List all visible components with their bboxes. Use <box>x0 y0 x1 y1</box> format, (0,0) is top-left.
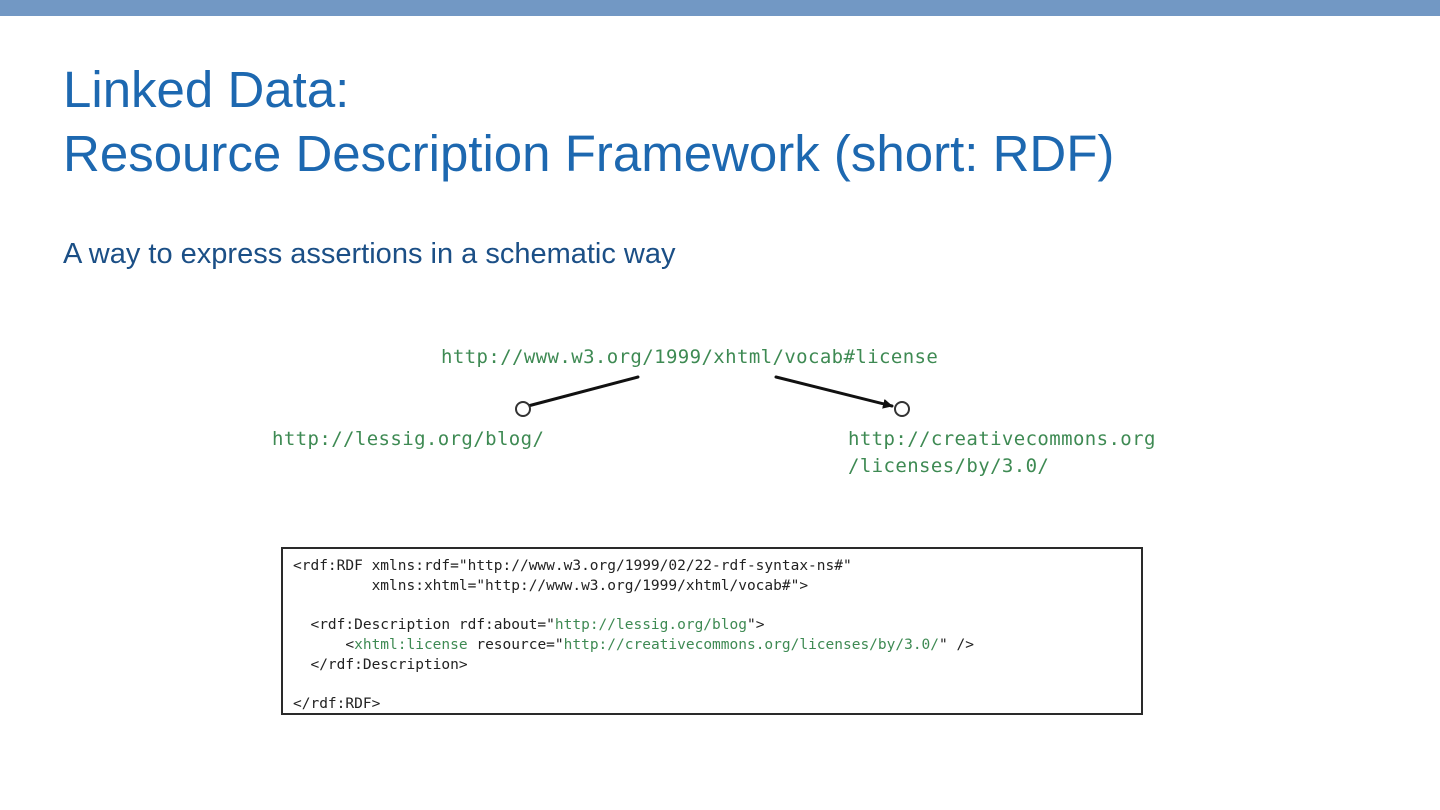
slide-subtitle: A way to express assertions in a schemat… <box>63 238 676 270</box>
object-uri-label: http://creativecommons.org /licenses/by/… <box>848 426 1156 480</box>
code-text: </rdf:Description> <box>293 657 468 673</box>
code-text: " /> <box>939 637 974 653</box>
code-text: <rdf:RDF xmlns:rdf="http://www.w3.org/19… <box>293 558 852 574</box>
object-uri-line-2: /licenses/by/3.0/ <box>848 455 1050 477</box>
title-line-2: Resource Description Framework (short: R… <box>63 125 1115 182</box>
predicate-uri-label: http://www.w3.org/1999/xhtml/vocab#licen… <box>441 346 939 368</box>
code-text: xmlns:xhtml="http://www.w3.org/1999/xhtm… <box>293 578 809 594</box>
code-line: <xhtml:license resource="http://creative… <box>293 635 1141 655</box>
code-uri: http://lessig.org/blog <box>554 617 747 633</box>
edge-predicate-to-object-arrow <box>774 375 894 409</box>
rdf-xml-code-block: <rdf:RDF xmlns:rdf="http://www.w3.org/19… <box>281 547 1143 715</box>
code-blank-line <box>293 675 1141 694</box>
code-text: resource=" <box>467 637 564 653</box>
object-uri-line-1: http://creativecommons.org <box>848 428 1156 450</box>
slide-title: Linked Data: Resource Description Framew… <box>63 58 1114 186</box>
object-node <box>894 401 910 417</box>
code-blank-line <box>293 596 1141 615</box>
edge-subject-to-predicate <box>526 375 640 408</box>
code-text: "> <box>746 617 765 633</box>
code-line: <rdf:Description rdf:about="http://lessi… <box>293 615 1141 635</box>
code-uri: http://creativecommons.org/licenses/by/3… <box>563 637 940 653</box>
code-text: < <box>293 637 355 653</box>
top-accent-bar <box>0 0 1440 16</box>
code-text: </rdf:RDF> <box>293 696 381 712</box>
subject-node <box>515 401 531 417</box>
code-text: <rdf:Description rdf:about=" <box>293 617 555 633</box>
code-line: xmlns:xhtml="http://www.w3.org/1999/xhtm… <box>293 576 1141 596</box>
subject-uri-label: http://lessig.org/blog/ <box>272 428 545 450</box>
code-property: xhtml:license <box>354 637 468 653</box>
code-line: </rdf:RDF> <box>293 694 1141 713</box>
title-line-1: Linked Data: <box>63 61 350 118</box>
code-line: <rdf:RDF xmlns:rdf="http://www.w3.org/19… <box>293 556 1141 576</box>
code-line: </rdf:Description> <box>293 655 1141 675</box>
